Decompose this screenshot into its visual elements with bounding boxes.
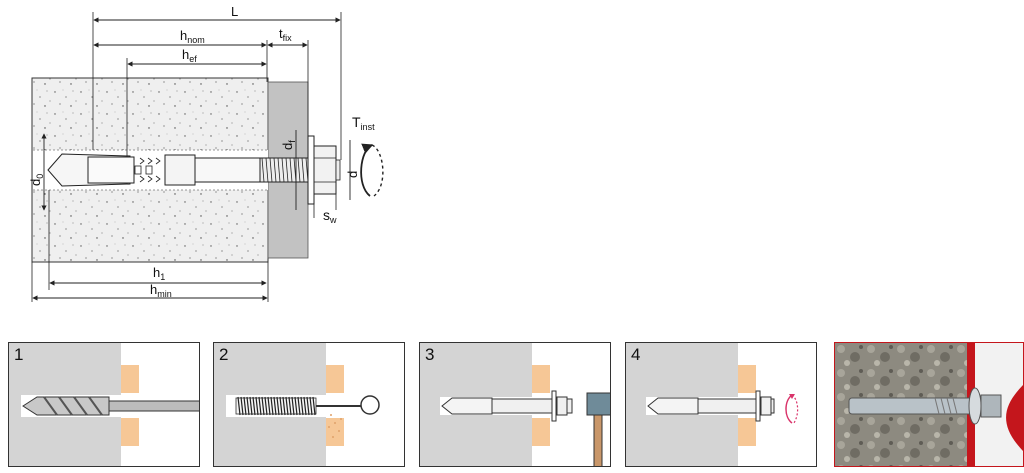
label-s-w: sw <box>323 207 337 225</box>
torque-arrow-icon <box>360 143 374 197</box>
washer <box>307 135 315 205</box>
clip-teeth <box>139 157 161 183</box>
step-panel-3: 3 <box>419 342 611 467</box>
label-d: d <box>345 171 360 178</box>
step-panel-1: 1 <box>8 342 200 467</box>
bolt-body <box>164 154 196 186</box>
step-number-3: 3 <box>425 345 435 364</box>
label-d-f: df <box>280 140 297 150</box>
label-t-fix: tfix <box>279 26 292 43</box>
step-number-2: 2 <box>219 345 229 364</box>
step-panel-4: 4 <box>625 342 817 467</box>
label-L: L <box>231 4 238 19</box>
expansion-clip <box>87 156 135 184</box>
step-number-1: 1 <box>14 345 24 364</box>
label-h1: h1 <box>153 265 165 282</box>
label-h-nom: hnom <box>180 28 205 45</box>
bolt-shank <box>194 157 261 183</box>
hammer-icon <box>586 392 610 466</box>
cleaning-brush-icon <box>235 395 380 416</box>
anchor-dimension-diagram: L hnom tfix hef df d0 d Tinst sw h1 hmin <box>28 4 384 302</box>
step-panel-2: 2 <box>213 342 405 467</box>
drill-bit-icon <box>22 396 199 416</box>
hex-nut <box>313 145 337 195</box>
label-h-ef: hef <box>182 47 197 64</box>
label-h-min: hmin <box>150 282 172 299</box>
installed-anchor-photo <box>834 342 1024 467</box>
label-d0: d0 <box>28 174 45 186</box>
label-T-inst: Tinst <box>352 114 375 132</box>
step-number-4: 4 <box>631 345 641 364</box>
torque-rotation-icon <box>785 394 799 424</box>
